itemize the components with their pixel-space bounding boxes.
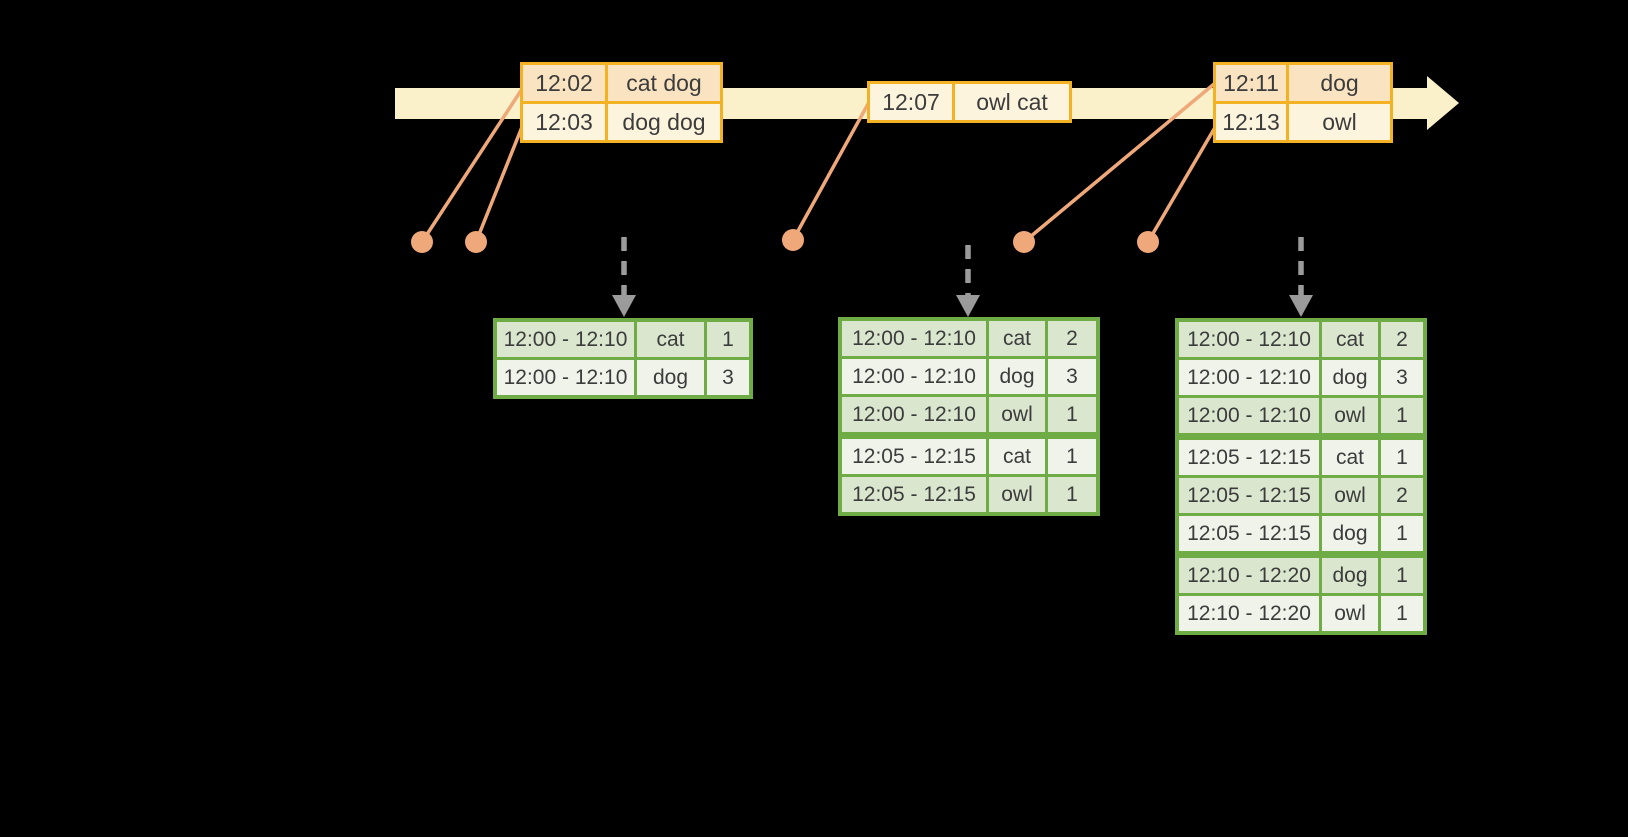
event-dot bbox=[1137, 231, 1159, 253]
window-cell: 12:10 - 12:20 bbox=[1179, 558, 1319, 593]
window-cell: 12:00 - 12:10 bbox=[497, 360, 634, 395]
count-cell: 3 bbox=[707, 360, 749, 395]
count-cell: 2 bbox=[1381, 478, 1423, 513]
event-words-cell: dog bbox=[1289, 65, 1390, 101]
word-cell: dog bbox=[1322, 516, 1378, 551]
word-cell: owl bbox=[989, 397, 1045, 432]
result-row: 12:05 - 12:15 cat 1 bbox=[842, 439, 1096, 474]
count-cell: 3 bbox=[1381, 360, 1423, 395]
result-table-2: 12:00 - 12:10 cat 2 12:00 - 12:10 dog 3 … bbox=[838, 317, 1100, 516]
count-cell: 1 bbox=[1381, 596, 1423, 631]
result-row: 12:05 - 12:15 owl 1 bbox=[842, 477, 1096, 512]
event-time-cell: 12:02 bbox=[523, 65, 605, 101]
count-cell: 1 bbox=[1381, 516, 1423, 551]
count-cell: 1 bbox=[1048, 397, 1096, 432]
count-cell: 3 bbox=[1048, 359, 1096, 394]
event-words-cell: owl cat bbox=[955, 84, 1069, 120]
count-cell: 2 bbox=[1048, 321, 1096, 356]
word-cell: owl bbox=[1322, 596, 1378, 631]
result-row: 12:00 - 12:10 dog 3 bbox=[497, 360, 749, 395]
count-cell: 1 bbox=[1381, 440, 1423, 475]
word-cell: cat bbox=[1322, 322, 1378, 357]
result-row: 12:10 - 12:20 dog 1 bbox=[1179, 558, 1423, 593]
count-cell: 1 bbox=[1048, 439, 1096, 474]
event-words-cell: cat dog bbox=[608, 65, 720, 101]
result-row: 12:00 - 12:10 owl 1 bbox=[842, 397, 1096, 432]
event-table-2: 12:07 owl cat bbox=[867, 81, 1072, 123]
connector-line bbox=[474, 125, 524, 244]
event-words-cell: dog dog bbox=[608, 104, 720, 140]
window-cell: 12:00 - 12:10 bbox=[842, 397, 986, 432]
window-cell: 12:00 - 12:10 bbox=[1179, 322, 1319, 357]
trigger-arrowhead-icon bbox=[956, 295, 980, 317]
result-row: 12:00 - 12:10 cat 2 bbox=[1179, 322, 1423, 357]
window-cell: 12:00 - 12:10 bbox=[497, 322, 634, 357]
word-cell: owl bbox=[1322, 478, 1378, 513]
connector-line bbox=[791, 102, 870, 242]
event-dot bbox=[465, 231, 487, 253]
event-table-3: 12:11 dog 12:13 owl bbox=[1213, 62, 1393, 143]
event-time-cell: 12:13 bbox=[1216, 104, 1286, 140]
count-cell: 1 bbox=[1381, 558, 1423, 593]
trigger-arrowhead-icon bbox=[612, 295, 636, 317]
count-cell: 1 bbox=[1381, 398, 1423, 433]
result-row: 12:00 - 12:10 dog 3 bbox=[842, 359, 1096, 394]
event-dot bbox=[411, 231, 433, 253]
word-cell: dog bbox=[1322, 558, 1378, 593]
result-row: 12:10 - 12:20 owl 1 bbox=[1179, 596, 1423, 631]
result-table-3: 12:00 - 12:10 cat 2 12:00 - 12:10 dog 3 … bbox=[1175, 318, 1427, 635]
result-row: 12:00 - 12:10 cat 1 bbox=[497, 322, 749, 357]
word-cell: cat bbox=[1322, 440, 1378, 475]
word-cell: dog bbox=[1322, 360, 1378, 395]
event-row: 12:02 cat dog bbox=[523, 65, 720, 101]
word-cell: dog bbox=[637, 360, 704, 395]
event-table-1: 12:02 cat dog 12:03 dog dog bbox=[520, 62, 723, 143]
window-cell: 12:00 - 12:10 bbox=[842, 321, 986, 356]
result-row: 12:00 - 12:10 owl 1 bbox=[1179, 398, 1423, 433]
window-cell: 12:00 - 12:10 bbox=[1179, 398, 1319, 433]
event-row: 12:07 owl cat bbox=[870, 84, 1069, 120]
event-time-cell: 12:07 bbox=[870, 84, 952, 120]
event-time-cell: 12:11 bbox=[1216, 65, 1286, 101]
event-dot bbox=[1013, 231, 1035, 253]
event-row: 12:13 owl bbox=[1216, 104, 1390, 140]
count-cell: 1 bbox=[1048, 477, 1096, 512]
result-row: 12:05 - 12:15 cat 1 bbox=[1179, 440, 1423, 475]
timeline-arrowhead-icon bbox=[1427, 76, 1459, 130]
window-cell: 12:00 - 12:10 bbox=[1179, 360, 1319, 395]
word-cell: cat bbox=[989, 439, 1045, 474]
event-row: 12:11 dog bbox=[1216, 65, 1390, 101]
window-cell: 12:05 - 12:15 bbox=[842, 439, 986, 474]
event-dot bbox=[782, 229, 804, 251]
result-table-1: 12:00 - 12:10 cat 1 12:00 - 12:10 dog 3 bbox=[493, 318, 753, 399]
window-cell: 12:05 - 12:15 bbox=[1179, 516, 1319, 551]
window-cell: 12:05 - 12:15 bbox=[1179, 478, 1319, 513]
word-cell: owl bbox=[1322, 398, 1378, 433]
count-cell: 1 bbox=[707, 322, 749, 357]
window-cell: 12:05 - 12:15 bbox=[842, 477, 986, 512]
result-row: 12:05 - 12:15 dog 1 bbox=[1179, 516, 1423, 551]
connector-line bbox=[1146, 122, 1219, 244]
window-cell: 12:00 - 12:10 bbox=[842, 359, 986, 394]
window-cell: 12:05 - 12:15 bbox=[1179, 440, 1319, 475]
word-cell: cat bbox=[637, 322, 704, 357]
window-cell: 12:10 - 12:20 bbox=[1179, 596, 1319, 631]
event-words-cell: owl bbox=[1289, 104, 1390, 140]
result-row: 12:00 - 12:10 cat 2 bbox=[842, 321, 1096, 356]
event-time-cell: 12:03 bbox=[523, 104, 605, 140]
count-cell: 2 bbox=[1381, 322, 1423, 357]
event-row: 12:03 dog dog bbox=[523, 104, 720, 140]
result-row: 12:05 - 12:15 owl 2 bbox=[1179, 478, 1423, 513]
word-cell: cat bbox=[989, 321, 1045, 356]
word-cell: dog bbox=[989, 359, 1045, 394]
trigger-arrowhead-icon bbox=[1289, 295, 1313, 317]
word-cell: owl bbox=[989, 477, 1045, 512]
result-row: 12:00 - 12:10 dog 3 bbox=[1179, 360, 1423, 395]
